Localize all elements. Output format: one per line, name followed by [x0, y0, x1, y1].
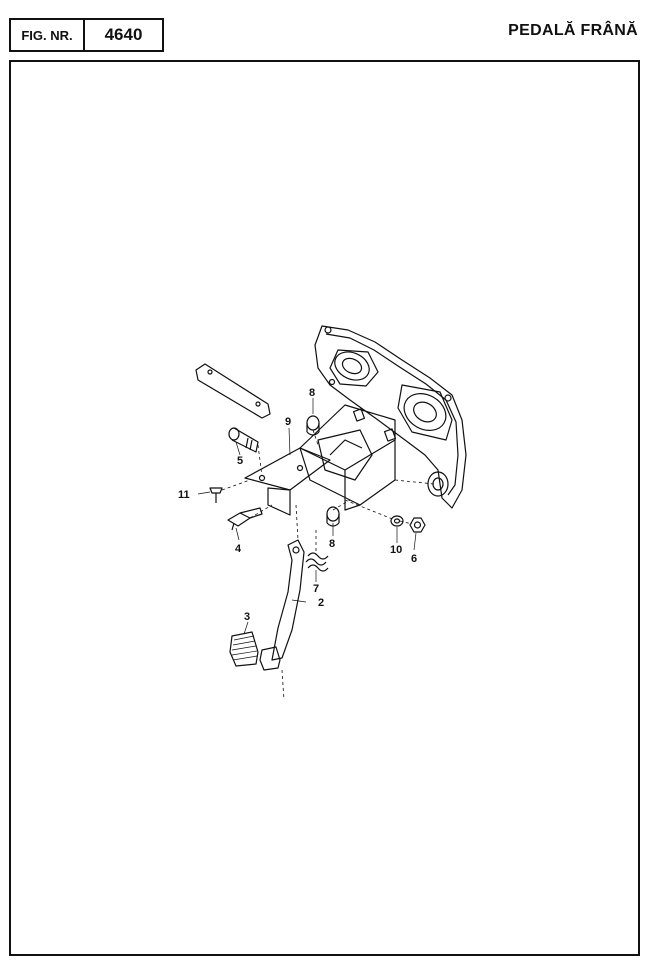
- callout-11: 11: [178, 489, 190, 501]
- pivot-bolt: [228, 427, 259, 453]
- stiffener-plate: [195, 363, 271, 419]
- nut-lower: [326, 506, 340, 527]
- assembly-lines: [221, 429, 435, 701]
- pedal-pad-bracket: [259, 646, 281, 671]
- callout-3: 3: [244, 611, 250, 623]
- return-spring: [305, 552, 329, 572]
- page-title: PEDALĂ FRÂNĂ: [508, 22, 638, 39]
- stop-lamp-switch: [227, 507, 263, 531]
- figure-number: 4640: [104, 25, 143, 44]
- callout-6: 6: [411, 553, 417, 565]
- callout-5: 5: [237, 455, 243, 467]
- leader-lines: [197, 398, 417, 635]
- pedal-bracket: [299, 404, 397, 511]
- firewall-mounting-plate: [314, 325, 467, 509]
- callout-2: 2: [318, 597, 324, 609]
- pedal-arm: [271, 539, 305, 661]
- pedal-support-plate: [244, 447, 331, 516]
- callout-7: 7: [313, 583, 319, 595]
- pedal-pad: [229, 631, 259, 667]
- screw: [209, 487, 223, 503]
- figure-number-box: FIG. NR. 4640: [9, 18, 164, 52]
- lock-nut: [409, 517, 426, 533]
- callout-9: 9: [285, 416, 291, 428]
- diagram-frame: [9, 60, 640, 956]
- figure-label: FIG. NR.: [11, 20, 85, 50]
- callout-8-upper: 8: [309, 387, 315, 399]
- callout-10: 10: [390, 544, 402, 556]
- washer: [390, 515, 404, 527]
- callout-labels: 2 3 4 5 6 7 8 8 9 10 11: [178, 387, 417, 623]
- callout-8-lower: 8: [329, 538, 335, 550]
- callout-4: 4: [235, 543, 242, 555]
